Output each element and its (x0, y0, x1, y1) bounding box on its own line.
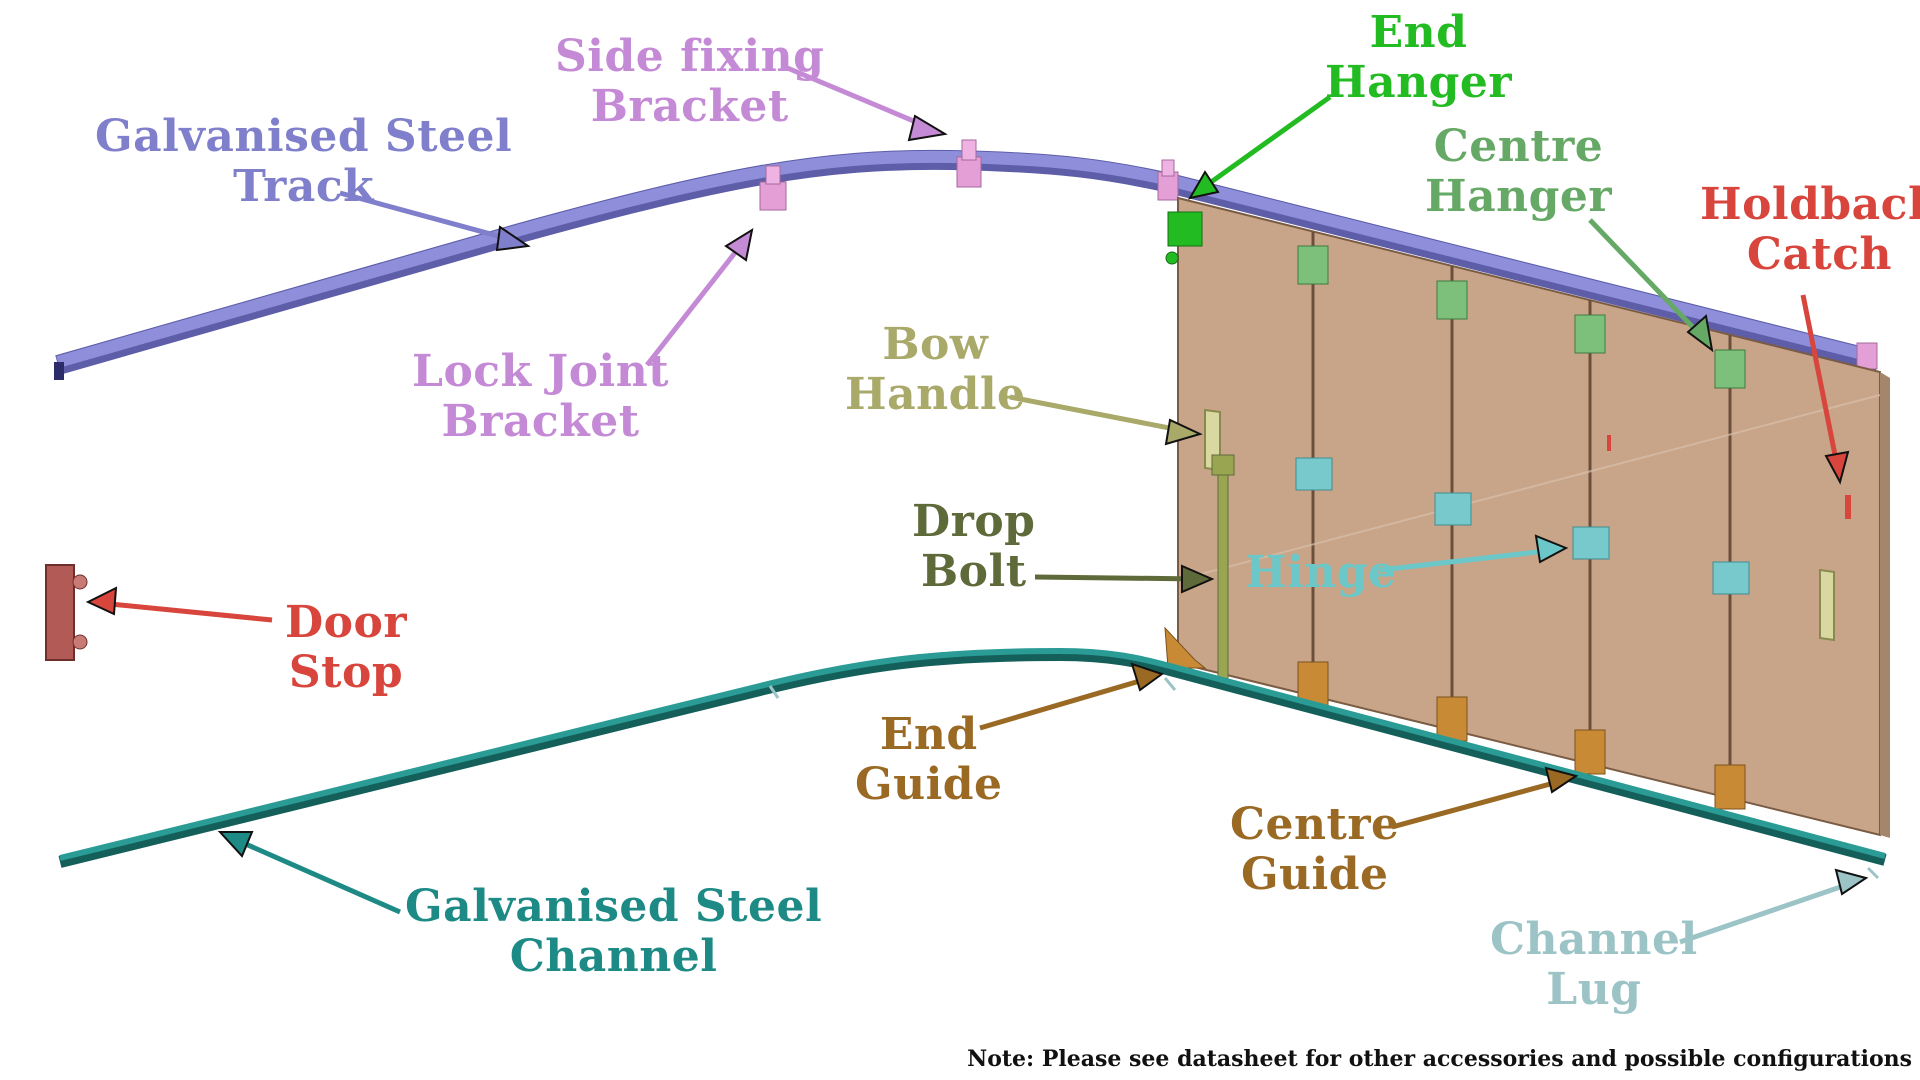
leader-arrows (85, 64, 1869, 945)
label-drop-bolt-line1: Drop (912, 496, 1036, 547)
label-door-stop: Door Stop (285, 598, 407, 698)
end-hanger-arrow (1198, 94, 1332, 193)
hinges (1295, 457, 1750, 595)
hinge-arrow (1379, 547, 1556, 573)
label-drop-bolt-line2: Bolt (920, 546, 1027, 597)
label-end-hanger-line2: Hanger (1325, 57, 1513, 108)
label-centre-guide: Centre Guide (1230, 800, 1400, 900)
track-arrow (339, 190, 521, 245)
label-bow-handle-line2: Handle (845, 369, 1026, 420)
label-end-hanger-line1: End (1369, 7, 1468, 58)
label-bow-handle-line1: Bow (882, 319, 989, 370)
door-panels (1177, 196, 1890, 838)
label-end-guide-line1: End (879, 709, 978, 760)
end-guide-shape (1164, 626, 1207, 669)
label-hinge-line1: Hinge (1245, 547, 1397, 598)
label-channel-line1: Galvanised Steel (405, 881, 823, 932)
label-centre-hanger-line1: Centre (1433, 121, 1604, 172)
label-channel-lug-line1: Channel (1490, 914, 1698, 965)
label-lock-joint-line1: Lock Joint (412, 346, 670, 397)
end-guide-arrow (979, 675, 1151, 731)
holdback-arrow (1800, 294, 1841, 471)
label-holdback-line1: Holdback (1700, 179, 1920, 230)
label-side-fixing-line1: Side fixing (555, 31, 825, 82)
label-bow-handle: Bow Handle (845, 320, 1026, 420)
footnote: Note: Please see datasheet for other acc… (967, 1046, 1912, 1072)
label-channel: Galvanised Steel Channel (405, 882, 822, 982)
side-fixing-arrow (784, 64, 936, 133)
label-door-stop-line2: Stop (288, 647, 404, 698)
lock-joint-arrow (645, 238, 747, 367)
label-hinge: Hinge (1245, 548, 1397, 598)
label-door-stop-line1: Door (285, 597, 408, 648)
end-hanger-shape (1167, 211, 1203, 247)
lock-joint-bracket-shape (759, 181, 787, 211)
label-drop-bolt: Drop Bolt (912, 497, 1035, 597)
label-lock-joint: Lock Joint Bracket (412, 347, 669, 447)
label-end-guide-line2: Guide (855, 759, 1003, 810)
label-channel-lug: Channel Lug (1490, 915, 1698, 1015)
label-end-hanger: End Hanger (1325, 8, 1512, 108)
label-track-line2: Track (233, 161, 375, 212)
label-holdback-line2: Catch (1746, 229, 1893, 280)
label-side-fixing-line2: Bracket (590, 81, 789, 132)
label-track: Galvanised Steel Track (95, 112, 512, 212)
channel-lug-arrow (1679, 879, 1856, 945)
door-stop-shape (45, 564, 88, 661)
label-channel-lug-line2: Lug (1546, 964, 1642, 1015)
label-centre-hanger-line2: Hanger (1425, 171, 1613, 222)
centre-guide-arrow (1391, 777, 1566, 830)
catch-mark (1607, 435, 1611, 451)
label-centre-guide-line1: Centre (1230, 799, 1400, 850)
channel-arrow (230, 835, 402, 915)
centre-hanger-arrow (1588, 218, 1707, 342)
channel-lug-shape (1866, 866, 1880, 880)
label-centre-guide-line2: Guide (1240, 849, 1389, 900)
drop-bolt-arrow (1034, 574, 1201, 582)
bracket-group (759, 139, 1878, 370)
bow-handle-arrow (1009, 394, 1191, 435)
label-side-fixing: Side fixing Bracket (555, 32, 824, 132)
holdback-catch-shape (1845, 495, 1851, 519)
label-lock-joint-line2: Bracket (441, 396, 640, 447)
side-fixing-bracket-shape (956, 156, 982, 188)
label-end-guide: End Guide (855, 710, 1003, 810)
bottom-channel (58, 648, 1887, 880)
door-stop-arrow (99, 600, 273, 623)
guides (1164, 626, 1746, 810)
label-channel-line2: Channel (509, 931, 718, 982)
label-track-line1: Galvanised Steel (95, 111, 513, 162)
track-end-cap (54, 362, 64, 380)
label-holdback: Holdback Catch (1700, 180, 1920, 280)
label-centre-hanger: Centre Hanger (1425, 122, 1612, 222)
hangers (1165, 211, 1746, 389)
